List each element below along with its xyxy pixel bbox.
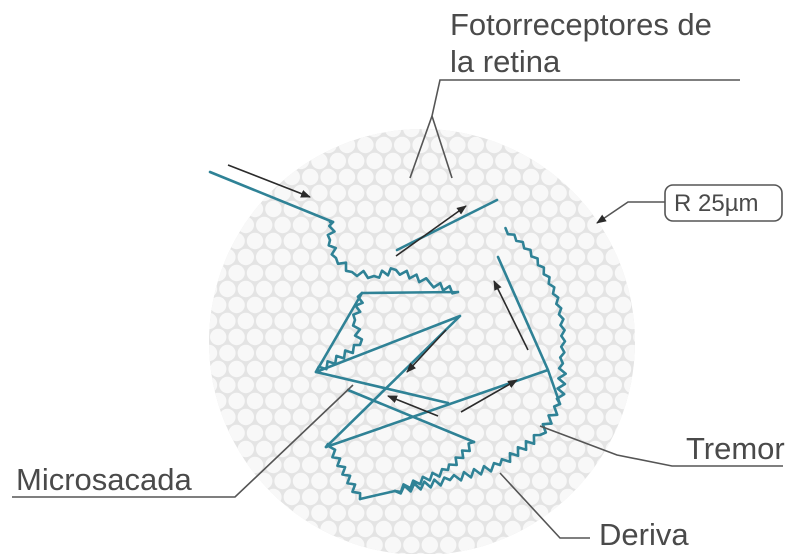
- radius-label: R 25µm: [674, 190, 759, 217]
- drift-label: Deriva: [599, 517, 689, 552]
- microsaccade-label: Microsacada: [16, 462, 192, 497]
- photoreceptors-label-line1: Fotorreceptores de: [450, 7, 712, 42]
- radius-leader: [597, 202, 665, 223]
- tremor-label: Tremor: [686, 431, 785, 466]
- photoreceptors-label-line2: la retina: [450, 44, 561, 79]
